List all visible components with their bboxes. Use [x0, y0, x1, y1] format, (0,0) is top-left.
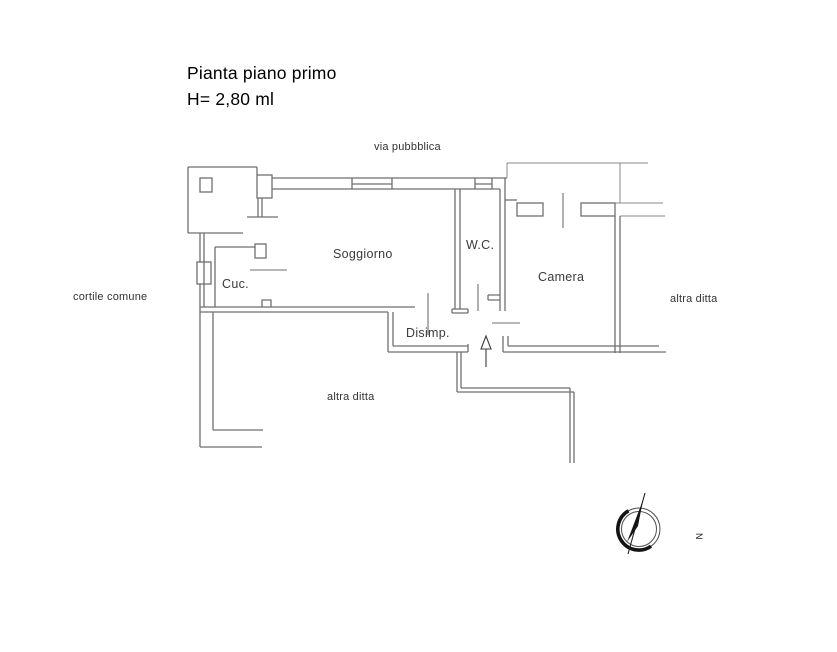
window-top-1 — [351, 178, 393, 189]
compass-north-icon — [616, 492, 661, 555]
wall-pier — [256, 174, 273, 199]
street-label: via pubbblica — [374, 141, 441, 153]
walls — [187, 162, 666, 463]
wall-pier — [254, 243, 267, 259]
room-label-cucina: Cuc. — [222, 277, 249, 291]
neighbor-bottom-label: altra ditta — [327, 391, 375, 403]
room-label-camera: Camera — [538, 270, 584, 284]
window-left — [196, 261, 212, 285]
entrance-arrow-icon — [480, 334, 492, 367]
flue-detail — [199, 177, 213, 193]
room-label-soggiorno: Soggiorno — [333, 247, 393, 261]
neighbor-right-label: altra ditta — [670, 293, 718, 305]
room-label-wc: W.C. — [466, 238, 494, 252]
plan-height-note: H= 2,80 ml — [187, 89, 274, 109]
north-label: N — [694, 533, 704, 540]
window-top-2 — [474, 178, 493, 189]
courtyard-label: cortile comune — [73, 291, 147, 303]
wall-pier — [580, 202, 616, 217]
plan-title: Pianta piano primo — [187, 63, 337, 83]
wall-pier — [516, 202, 544, 217]
